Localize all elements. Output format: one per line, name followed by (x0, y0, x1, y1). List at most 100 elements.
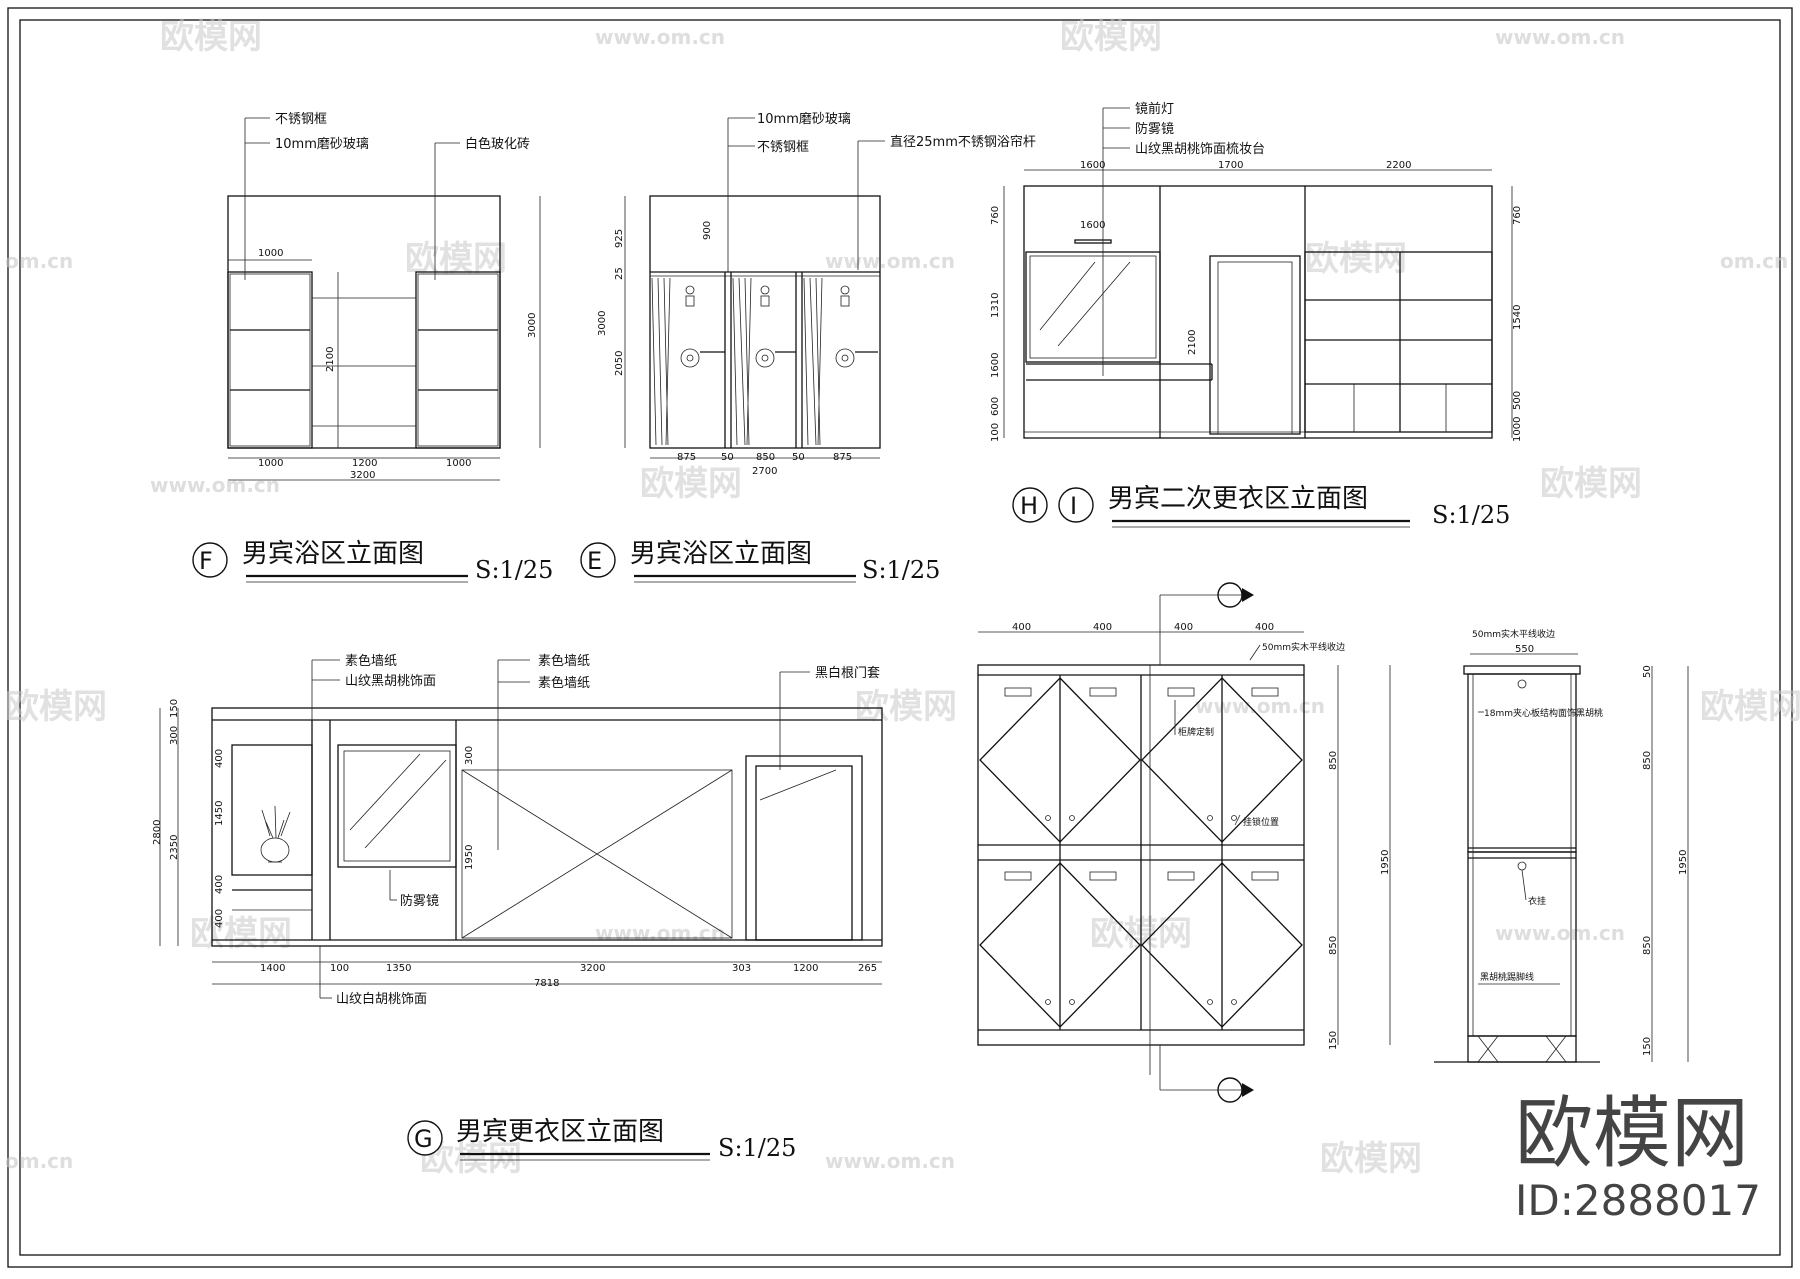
scale-HI: S:1/25 (1432, 501, 1510, 529)
watermark-brand: 欧模网 (640, 464, 742, 504)
marker-E: E (587, 547, 602, 575)
label-plain-wallpaper: 素色墙纸 (345, 653, 397, 669)
scale-F: S:1/25 (475, 556, 553, 584)
dim-door: 2100 (1187, 330, 1198, 355)
plant-pot-icon (260, 805, 291, 863)
label-curtain-rod: 直径25mm不锈钢浴帘杆 (890, 134, 1036, 150)
label-clothes-hook: 衣挂 (1528, 895, 1546, 907)
dim-top-2: 2200 (1386, 160, 1411, 171)
dim-right-3: 850 (1642, 936, 1653, 955)
title-G: 男宾更衣区立面图 (456, 1117, 664, 1147)
dim-bottom-3: 3200 (580, 963, 605, 974)
dim-top-0: 400 (1012, 622, 1031, 633)
drawing-HI: 镜前灯 防雾镜 山纹黑胡桃饰面梳妆台 1600 1700 2200 1600 2… (990, 101, 1523, 529)
outer-frame (7, 7, 1793, 1268)
dim-right-1: 1540 (1512, 305, 1523, 330)
label-antifog-mirror: 防雾镜 (1135, 121, 1174, 137)
label-solid-wood-trim: 50mm实木平线收边 (1262, 641, 1345, 653)
watermark-brand: 欧模网 (190, 914, 292, 954)
label-solid-wood-trim: 50mm实木平线收边 (1472, 628, 1555, 640)
watermark-brand: 欧模网 (1060, 17, 1162, 57)
dim-left-0: 2800 (152, 820, 163, 845)
stamp-id: ID:2888017 (1515, 1176, 1761, 1225)
dim-height-total: 3000 (527, 313, 538, 338)
watermark-url-short: om.cn (5, 249, 73, 273)
dim-total: 7818 (534, 978, 559, 989)
dim-left-0: 925 (614, 229, 625, 248)
dim-right-3: 150 (1328, 1031, 1339, 1050)
label-locker-tag: 柜牌定制 (1178, 726, 1214, 738)
marker-G: G (414, 1125, 433, 1153)
dim-bottom-0: 875 (677, 452, 696, 463)
watermark-brand: 欧模网 (1700, 687, 1800, 727)
scale-E: S:1/25 (862, 556, 940, 584)
watermark-brand: 欧模网 (5, 687, 107, 727)
dim-left-0: 760 (990, 206, 1001, 225)
label-panel-structure: 18mm夹心板结构面饰黑胡桃 (1484, 707, 1603, 719)
dim-right-2: 500 (1512, 391, 1523, 410)
title-F: 男宾浴区立面图 (242, 539, 424, 569)
dim-bottom-2: 850 (756, 452, 775, 463)
watermark-url: www.om.cn (595, 25, 725, 49)
label-walnut-veneer: 山纹黑胡桃饰面 (345, 674, 436, 689)
watermark-brand: 欧模网 (1540, 464, 1642, 504)
brand-stamp: 欧模网 ID:2888017 (1515, 1089, 1761, 1225)
dim-inner-0: 400 (214, 749, 225, 768)
dim-mirror-height: 1950 (464, 845, 475, 870)
stamp-brand: 欧模网 (1515, 1089, 1749, 1179)
dim-left-2: 3000 (597, 311, 608, 336)
dim-right-2: 850 (1328, 936, 1339, 955)
label-plain-wallpaper: 素色墙纸 (538, 653, 590, 669)
dim-total: 3200 (350, 470, 375, 481)
dim-right-1: 1950 (1380, 850, 1391, 875)
dim-top-1: 1700 (1218, 160, 1243, 171)
dim-top: 550 (1515, 644, 1534, 655)
dim-left-1: 2350 (169, 835, 180, 860)
dim-left-1: 1310 (990, 293, 1001, 318)
dim-bottom-5: 1200 (793, 963, 818, 974)
drawing-locker-section: 50mm实木平线收边 550 18mm夹心板结构面饰黑胡桃 衣挂 黑胡桃踢脚线 … (1434, 628, 1689, 1063)
watermark-layer: 欧模网 www.om.cn 欧模网 www.om.cn om.cn 欧模网 ww… (5, 17, 1800, 1179)
dim-right-0: 850 (1328, 751, 1339, 770)
dim-top-width: 1000 (258, 248, 283, 259)
watermark-url-short: om.cn (1720, 249, 1788, 273)
watermark-brand: 欧模网 (855, 687, 957, 727)
dim-mirror: 1600 (1080, 220, 1105, 231)
watermark-url: www.om.cn (825, 249, 955, 273)
dim-top-3: 400 (1255, 622, 1274, 633)
watermark-url: www.om.cn (1495, 921, 1625, 945)
watermark-url: www.om.cn (595, 921, 725, 945)
label-lock-position: 挂锁位置 (1243, 816, 1279, 828)
dim-bottom-4: 875 (833, 452, 852, 463)
dim-inner-2: 400 (214, 875, 225, 894)
dim-bottom-3: 50 (792, 452, 805, 463)
dim-inner-3: 400 (214, 909, 225, 928)
dim-bottom-4: 303 (732, 963, 751, 974)
dim-left-3: 150 (169, 699, 180, 718)
label-mirror-light: 镜前灯 (1135, 101, 1174, 117)
dim-left-3: 2050 (614, 351, 625, 376)
scale-G: S:1/25 (718, 1134, 796, 1162)
dim-right-2: 1950 (1678, 850, 1689, 875)
dim-right-0: 760 (1512, 206, 1523, 225)
dim-top-2: 400 (1174, 622, 1193, 633)
watermark-url: www.om.cn (825, 1149, 955, 1173)
drawing-locker: 50mm实木平线收边 柜牌定制 挂锁位置 400 400 400 400 850… (977, 582, 1391, 1103)
dim-mid: 900 (702, 221, 713, 240)
label-white-walnut: 山纹白胡桃饰面 (336, 991, 427, 1007)
label-stainless-frame: 不锈钢框 (275, 112, 327, 127)
dim-left-1: 25 (614, 267, 625, 280)
watermark-brand: 欧模网 (1320, 1139, 1422, 1179)
title-E: 男宾浴区立面图 (630, 539, 812, 569)
dim-total: 2700 (752, 466, 777, 477)
dim-bottom-2: 1350 (386, 963, 411, 974)
label-stainless-frame: 不锈钢框 (757, 140, 809, 155)
dim-bottom-6: 265 (858, 963, 877, 974)
watermark-url-short: om.cn (5, 1149, 73, 1173)
label-vanity: 山纹黑胡桃饰面梳妆台 (1135, 142, 1265, 157)
dim-bottom-1: 50 (721, 452, 734, 463)
dim-top-1: 400 (1093, 622, 1112, 633)
watermark-url: www.om.cn (1195, 694, 1325, 718)
watermark-brand: 欧模网 (1305, 239, 1407, 279)
